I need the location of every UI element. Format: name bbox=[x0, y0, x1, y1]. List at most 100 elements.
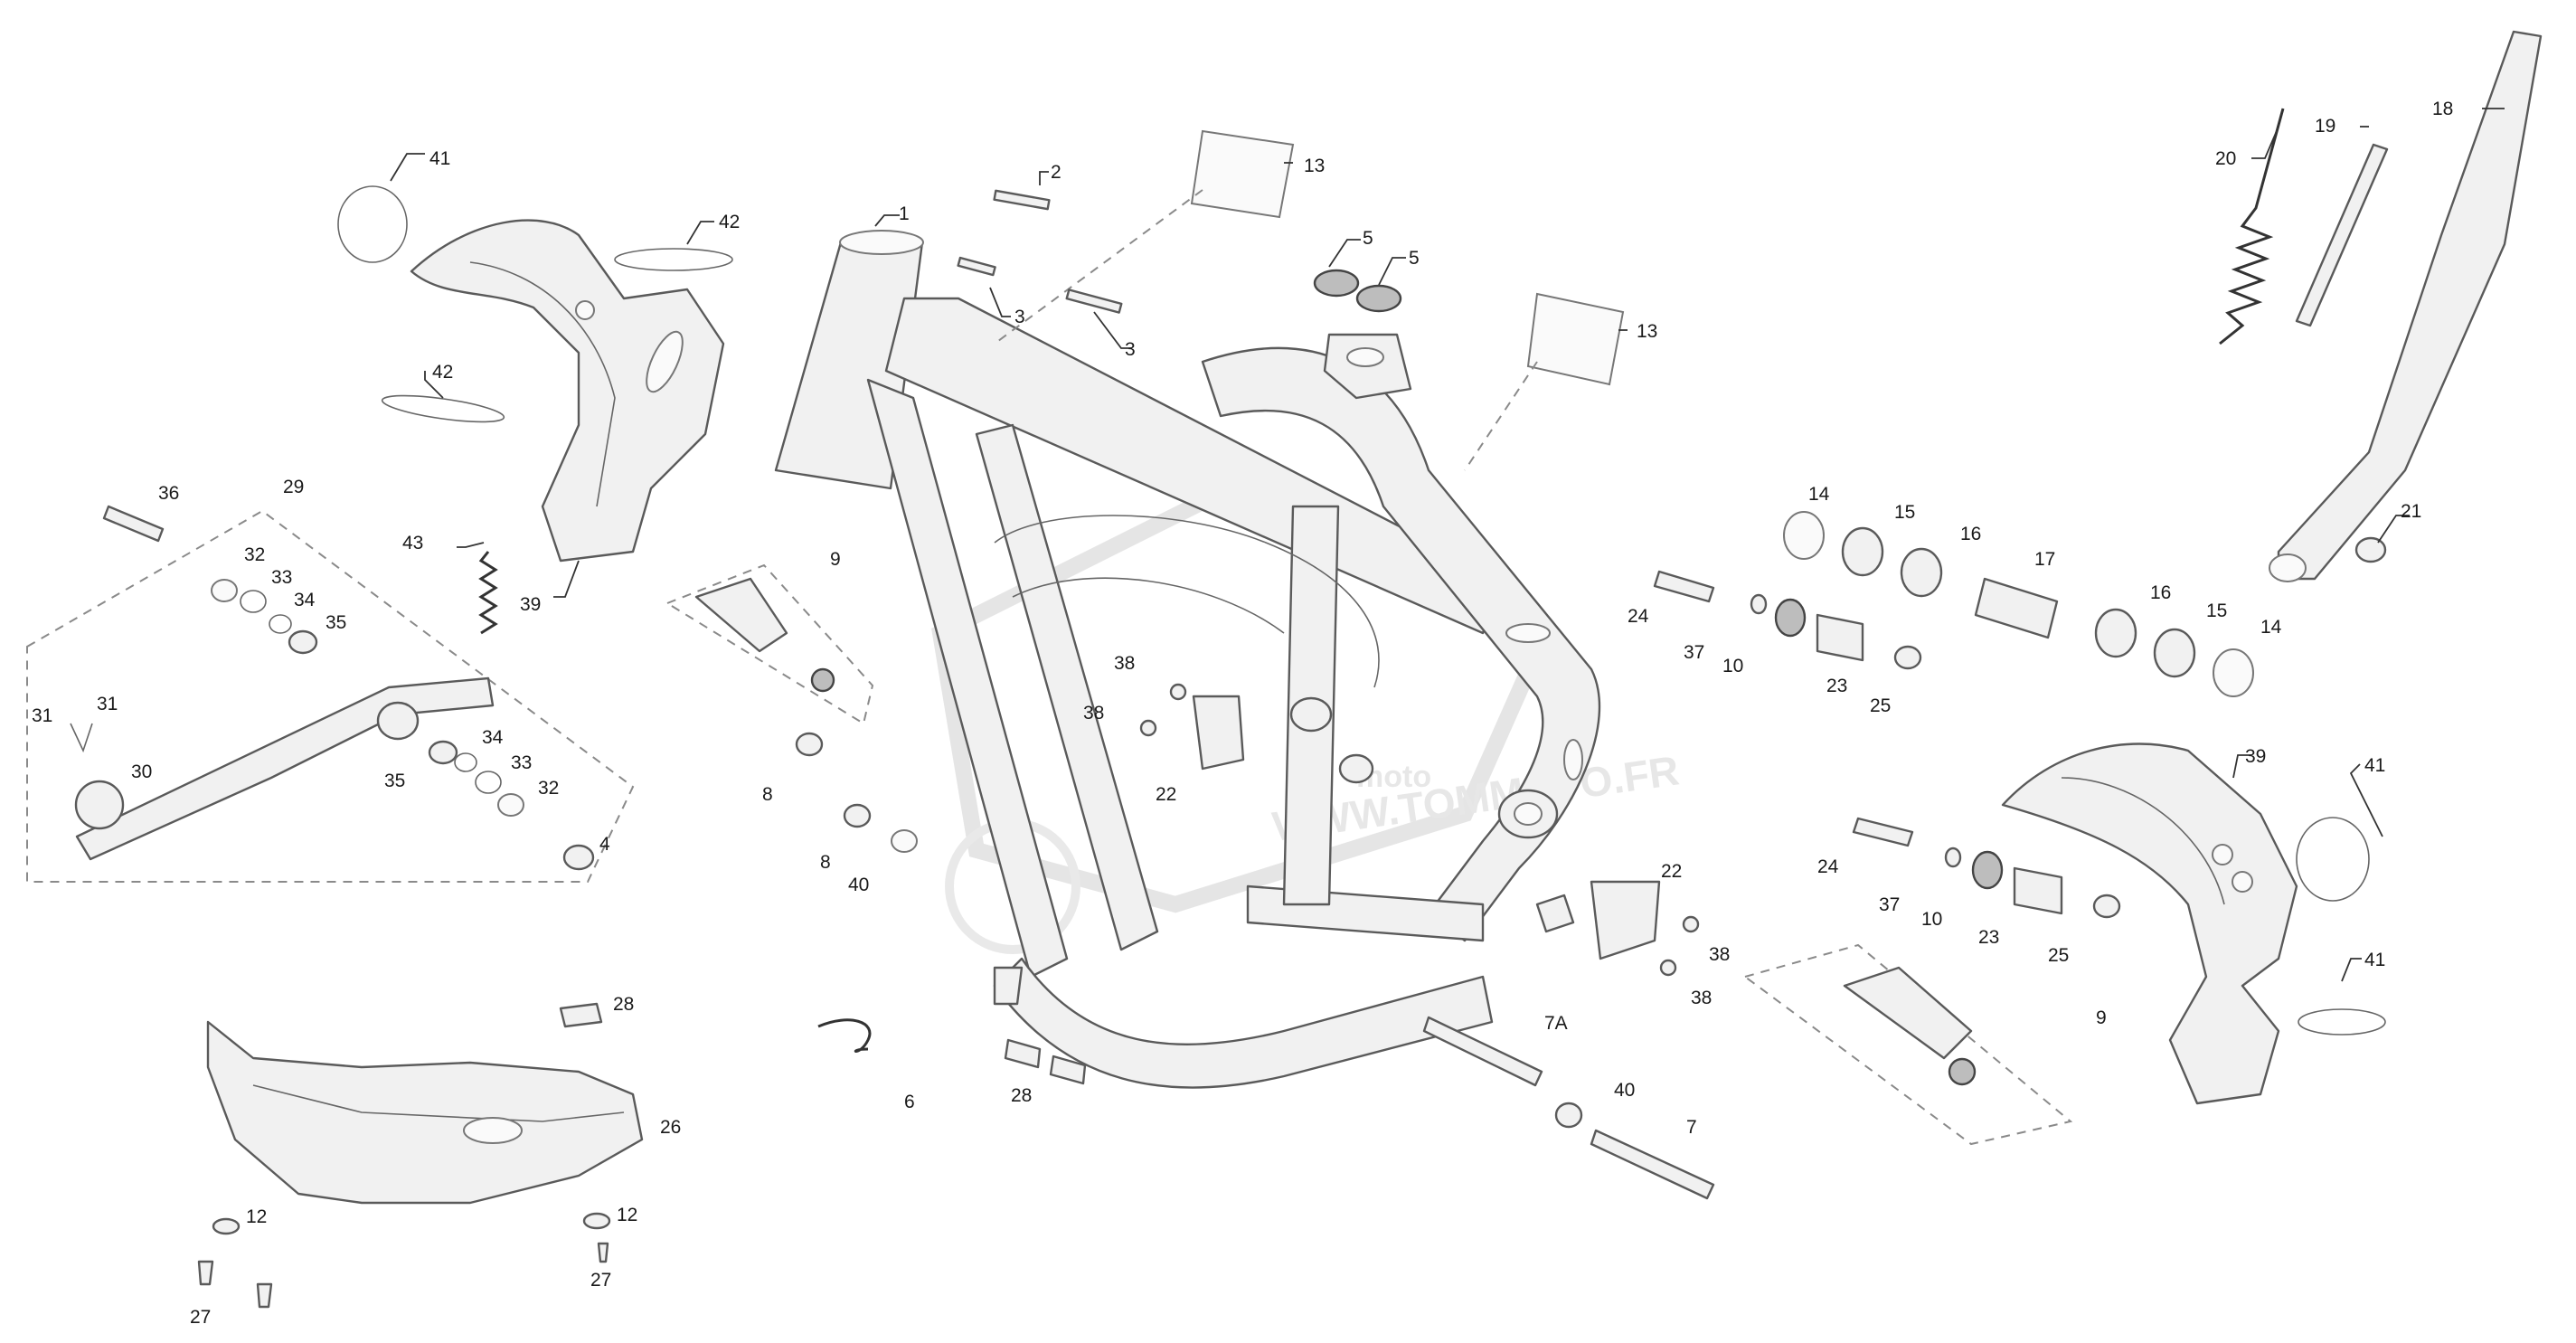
frame-down-tube-right bbox=[975, 423, 1159, 951]
washer-14-a bbox=[1783, 511, 1825, 560]
spring-6 bbox=[817, 1018, 872, 1053]
sticker-dash-1 bbox=[994, 189, 1203, 345]
brake-pedal-pivot bbox=[376, 701, 420, 741]
frame-boss-2 bbox=[1338, 753, 1374, 784]
callout-39a: 39 bbox=[520, 594, 541, 615]
footpeg-box-right bbox=[1742, 943, 2073, 1146]
spacer-40-left bbox=[891, 829, 918, 853]
callout-24b: 24 bbox=[1817, 856, 1839, 877]
frame-boss-1 bbox=[1289, 696, 1333, 733]
sticker-13-top bbox=[1190, 129, 1295, 219]
callout-30: 30 bbox=[131, 761, 152, 782]
bolt-27-c bbox=[597, 1242, 609, 1263]
callout-40a: 40 bbox=[848, 875, 869, 895]
washer-37-b bbox=[1944, 846, 1962, 868]
bolt-38-a bbox=[1169, 683, 1187, 701]
skid-plate-26 bbox=[206, 1020, 644, 1205]
pin-3-right bbox=[1065, 288, 1123, 314]
bearing-15-b bbox=[2153, 628, 2196, 678]
bushing-8-upper bbox=[795, 732, 824, 757]
pin-3-left bbox=[957, 256, 996, 277]
callout-16b: 16 bbox=[2150, 582, 2171, 603]
callout-38c: 38 bbox=[1709, 944, 1730, 965]
bearing-10-b bbox=[1971, 850, 2004, 890]
tie-42-top bbox=[614, 248, 733, 271]
callout-5a: 5 bbox=[1363, 228, 1373, 249]
callout-41b: 41 bbox=[2364, 755, 2385, 776]
callout-16a: 16 bbox=[1960, 524, 1981, 544]
bolt-38-c bbox=[1682, 915, 1700, 933]
heat-shield-left-slot bbox=[646, 330, 684, 393]
bushing-35-b bbox=[428, 740, 458, 765]
callout-19: 19 bbox=[2315, 116, 2335, 137]
callout-labels: 1 2 3 3 4 5 5 6 7 7A 8 8 9 9 10 10 12 12… bbox=[32, 99, 2453, 1328]
spacer-40-right bbox=[1554, 1102, 1583, 1129]
clamp-41-right-lower bbox=[2298, 1008, 2386, 1036]
callout-37a: 37 bbox=[1684, 642, 1704, 663]
frame-slot-1 bbox=[1505, 623, 1551, 643]
sticker-13-right bbox=[1526, 292, 1625, 386]
clip-34-b bbox=[454, 752, 477, 772]
frame-slot-2 bbox=[1563, 739, 1583, 780]
tie-42-left bbox=[381, 394, 505, 423]
bearing-16-b bbox=[2094, 608, 2137, 658]
callout-43: 43 bbox=[402, 533, 423, 553]
skid-plate-window bbox=[463, 1117, 523, 1144]
bolt-38-b bbox=[1139, 719, 1157, 737]
pin-2 bbox=[993, 189, 1051, 211]
frame-rear-loop bbox=[1201, 346, 1601, 942]
frame-top-loop bbox=[994, 515, 1380, 688]
callout-26: 26 bbox=[660, 1117, 681, 1138]
washer-32-b bbox=[497, 793, 524, 817]
spring-pin-31 bbox=[70, 723, 93, 753]
callout-42b: 42 bbox=[432, 362, 453, 383]
callout-36: 36 bbox=[158, 483, 179, 504]
callout-10b: 10 bbox=[1921, 909, 1942, 930]
callout-3b: 3 bbox=[1125, 339, 1136, 360]
washer-12-b bbox=[582, 1212, 611, 1230]
callout-25a: 25 bbox=[1870, 695, 1891, 716]
spacer-17 bbox=[1974, 577, 2059, 639]
callout-13b: 13 bbox=[1637, 321, 1657, 342]
bolt-7 bbox=[1590, 1129, 1715, 1200]
callout-12b: 12 bbox=[617, 1205, 637, 1225]
bracket-22-right bbox=[1590, 880, 1661, 960]
callout-23a: 23 bbox=[1826, 676, 1847, 696]
callout-31b: 31 bbox=[97, 694, 118, 714]
callout-8a: 8 bbox=[762, 784, 773, 805]
callout-14b: 14 bbox=[2260, 617, 2282, 638]
frame-bottom-cradle bbox=[993, 957, 1494, 1089]
callout-39b: 39 bbox=[2245, 746, 2266, 767]
bearing-15-a bbox=[1841, 526, 1884, 577]
callout-27a: 27 bbox=[190, 1307, 211, 1328]
footpeg-right-nut bbox=[1948, 1057, 1977, 1086]
callout-27b: 27 bbox=[590, 1270, 611, 1291]
callout-9a: 9 bbox=[830, 549, 841, 570]
shock-mount-hole bbox=[1346, 347, 1384, 367]
washer-12-a bbox=[212, 1217, 241, 1235]
footpeg-right bbox=[1843, 966, 1973, 1060]
callout-6: 6 bbox=[904, 1092, 915, 1112]
clip-28-bottom-a bbox=[1004, 1038, 1042, 1069]
callout-18: 18 bbox=[2432, 99, 2453, 119]
callout-5b: 5 bbox=[1409, 248, 1420, 269]
clip-28-top bbox=[559, 1002, 603, 1028]
footpeg-left-nut bbox=[810, 667, 835, 693]
clip-34-a bbox=[269, 614, 292, 634]
callout-28b: 28 bbox=[1011, 1085, 1032, 1106]
side-stand-foot bbox=[2269, 553, 2307, 582]
callout-23b: 23 bbox=[1978, 927, 1999, 948]
callout-38a: 38 bbox=[1114, 653, 1135, 674]
callout-3a: 3 bbox=[1014, 307, 1025, 327]
spring-43 bbox=[478, 551, 498, 635]
footpeg-left bbox=[694, 577, 788, 653]
leader-lines bbox=[390, 108, 2505, 982]
bearing-16-a bbox=[1900, 547, 1943, 598]
callout-37b: 37 bbox=[1879, 894, 1900, 915]
callout-29: 29 bbox=[283, 477, 304, 497]
bracket-22-left bbox=[1192, 695, 1245, 771]
callout-35a: 35 bbox=[326, 612, 346, 633]
callout-31a: 31 bbox=[32, 705, 52, 726]
nut-21 bbox=[2354, 536, 2387, 563]
